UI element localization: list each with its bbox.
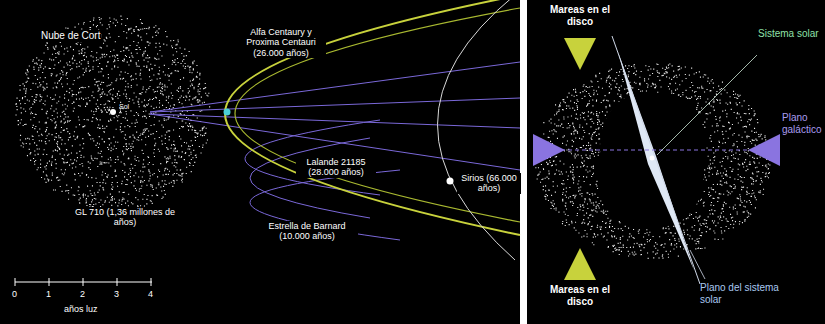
star-label: GL 710 (1,36 millones de años) xyxy=(72,207,178,228)
scale-number: 0 xyxy=(12,289,17,299)
tide-label: Mareas en el disco xyxy=(540,4,620,27)
solar-system-label: Sistema solar xyxy=(758,28,820,40)
scale-number: 4 xyxy=(148,289,153,299)
solar-system-plane xyxy=(612,36,700,284)
cloud-title: Nube de Cort xyxy=(40,30,101,42)
leader-line xyxy=(690,250,705,279)
orbits xyxy=(150,62,520,240)
plane-arrow xyxy=(533,148,549,152)
scale-bar xyxy=(15,278,152,286)
alpha-orbit xyxy=(235,8,520,222)
oort-cloud xyxy=(16,16,211,211)
star-label: Alfa Centaury y Proxima Centauri (26.000… xyxy=(236,27,326,58)
star-label: Lalande 21185 (28.000 años) xyxy=(296,157,376,178)
star-dot xyxy=(224,109,231,116)
scale-unit: años luz xyxy=(64,304,98,314)
left-panel xyxy=(0,0,520,324)
star-label: Estrella de Barnard (10.000 años) xyxy=(256,221,358,242)
star-label: Sirios (66.000 años) xyxy=(457,173,521,194)
scale-number: 3 xyxy=(114,289,119,299)
tide-label: Mareas en el disco xyxy=(540,284,620,307)
scale-number: 1 xyxy=(46,289,51,299)
galactic-plane xyxy=(540,150,775,151)
sun xyxy=(110,109,116,115)
plane-arrow xyxy=(764,148,780,152)
alpha-orbit xyxy=(225,0,520,235)
leader-line xyxy=(657,55,757,155)
star-dot xyxy=(447,178,454,185)
scale-number: 2 xyxy=(80,289,85,299)
tide-arrow xyxy=(578,264,582,280)
sirius-orbit xyxy=(438,0,516,260)
sun-label: Sol xyxy=(119,103,129,111)
sun xyxy=(650,156,655,161)
right-panel xyxy=(527,0,825,324)
galactic-plane-label: Plano galáctico xyxy=(782,112,822,135)
plane-label: Plano del sistema solar xyxy=(700,282,800,305)
inner-hole xyxy=(583,80,720,240)
tide-arrow xyxy=(578,38,582,54)
